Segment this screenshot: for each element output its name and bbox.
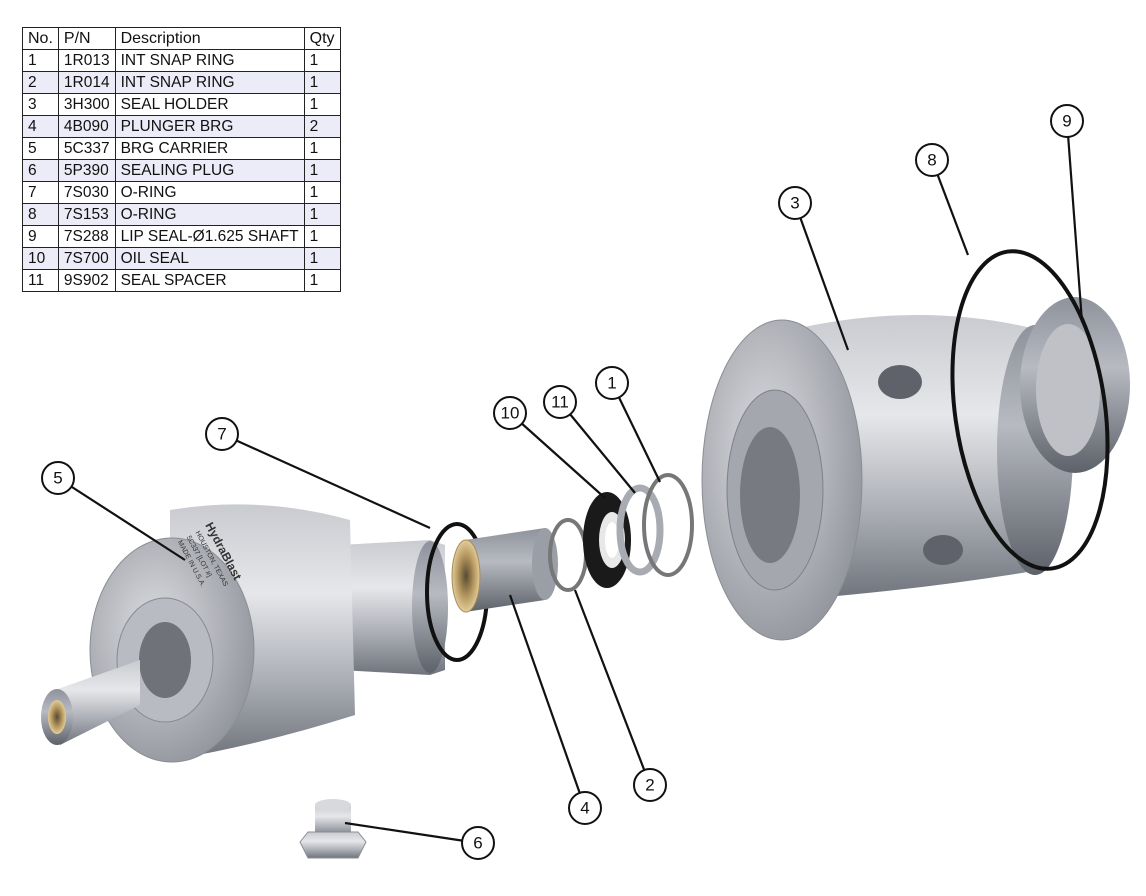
- part-9-lip-seal: [1020, 297, 1130, 473]
- callout-circle: [778, 186, 812, 220]
- callout-circle: [461, 826, 495, 860]
- cell-qty: 1: [303, 159, 341, 182]
- cell-part-number: 1R014: [57, 71, 116, 94]
- cell-no: 4: [22, 115, 59, 138]
- cell-part-number: 7S153: [57, 203, 116, 226]
- cell-description: INT SNAP RING: [114, 71, 305, 94]
- cell-description: BRG CARRIER: [114, 137, 305, 160]
- leader-line: [611, 382, 661, 483]
- cell-description: SEAL SPACER: [114, 269, 305, 292]
- callout-number: 3: [790, 194, 799, 213]
- callout-7: 7: [205, 417, 239, 451]
- callout-6: 6: [461, 826, 495, 860]
- cell-qty: 1: [303, 269, 341, 292]
- callout-2: 2: [633, 768, 667, 802]
- callout-8: 8: [915, 143, 949, 177]
- callout-number: 4: [580, 799, 589, 818]
- leader-line: [559, 401, 636, 494]
- leader-line: [221, 432, 431, 530]
- callout-circle: [543, 385, 577, 419]
- cell-qty: 1: [303, 247, 341, 270]
- callout-number: 5: [53, 469, 62, 488]
- cell-description: PLUNGER BRG: [114, 115, 305, 138]
- callout-number: 9: [1062, 112, 1071, 131]
- callout-10: 10: [493, 396, 527, 430]
- cell-part-number: 7S700: [57, 247, 116, 270]
- callout-4: 4: [568, 791, 602, 825]
- callout-number: 7: [217, 425, 226, 444]
- cell-qty: 1: [303, 71, 341, 94]
- callout-1: 1: [595, 366, 629, 400]
- part-3-seal-holder: [701, 315, 1073, 641]
- callout-circle: [568, 791, 602, 825]
- leader-line: [57, 477, 186, 561]
- cell-description: INT SNAP RING: [114, 49, 305, 72]
- cell-part-number: 9S902: [57, 269, 116, 292]
- callout-circle: [205, 417, 239, 451]
- header-no: No.: [22, 27, 59, 50]
- leader-line: [573, 589, 652, 786]
- part-5-bearing-carrier: HydraBlast HOUSTON, TEXAS 5C337 [LOT #] …: [41, 504, 448, 763]
- callout-number: 6: [473, 834, 482, 853]
- cell-part-number: 5C337: [57, 137, 116, 160]
- callout-circle: [493, 396, 527, 430]
- part-8-o-ring: [950, 249, 1110, 571]
- cell-no: 6: [22, 159, 59, 182]
- cell-no: 2: [22, 71, 59, 94]
- leader-line: [793, 202, 850, 351]
- callout-5: 5: [41, 461, 75, 495]
- callout-circle: [633, 768, 667, 802]
- callout-3: 3: [778, 186, 812, 220]
- part-1-snap-ring: [642, 473, 694, 577]
- cell-no: 11: [22, 269, 59, 292]
- callout-number: 10: [501, 404, 520, 423]
- callout-circle: [595, 366, 629, 400]
- part-6-sealing-plug: [299, 799, 367, 859]
- cell-no: 10: [22, 247, 59, 270]
- cell-part-number: 4B090: [57, 115, 116, 138]
- part-11-seal-spacer: [616, 484, 664, 576]
- callout-number: 1: [607, 374, 616, 393]
- callout-circle: [41, 461, 75, 495]
- cell-description: SEAL HOLDER: [114, 93, 305, 116]
- leader-line: [509, 412, 606, 499]
- part-4-plunger-bearing: [451, 528, 558, 613]
- leader-line: [508, 594, 587, 809]
- callout-circle: [1050, 104, 1084, 138]
- callout-circle: [915, 143, 949, 177]
- callout-number: 2: [645, 776, 654, 795]
- leader-line: [344, 821, 479, 845]
- leader-line: [1065, 120, 1084, 323]
- callout-11: 11: [543, 385, 577, 419]
- callout-number: 11: [551, 393, 569, 412]
- callout-9: 9: [1050, 104, 1084, 138]
- callout-number: 8: [927, 151, 936, 170]
- cell-description: SEALING PLUG: [114, 159, 305, 182]
